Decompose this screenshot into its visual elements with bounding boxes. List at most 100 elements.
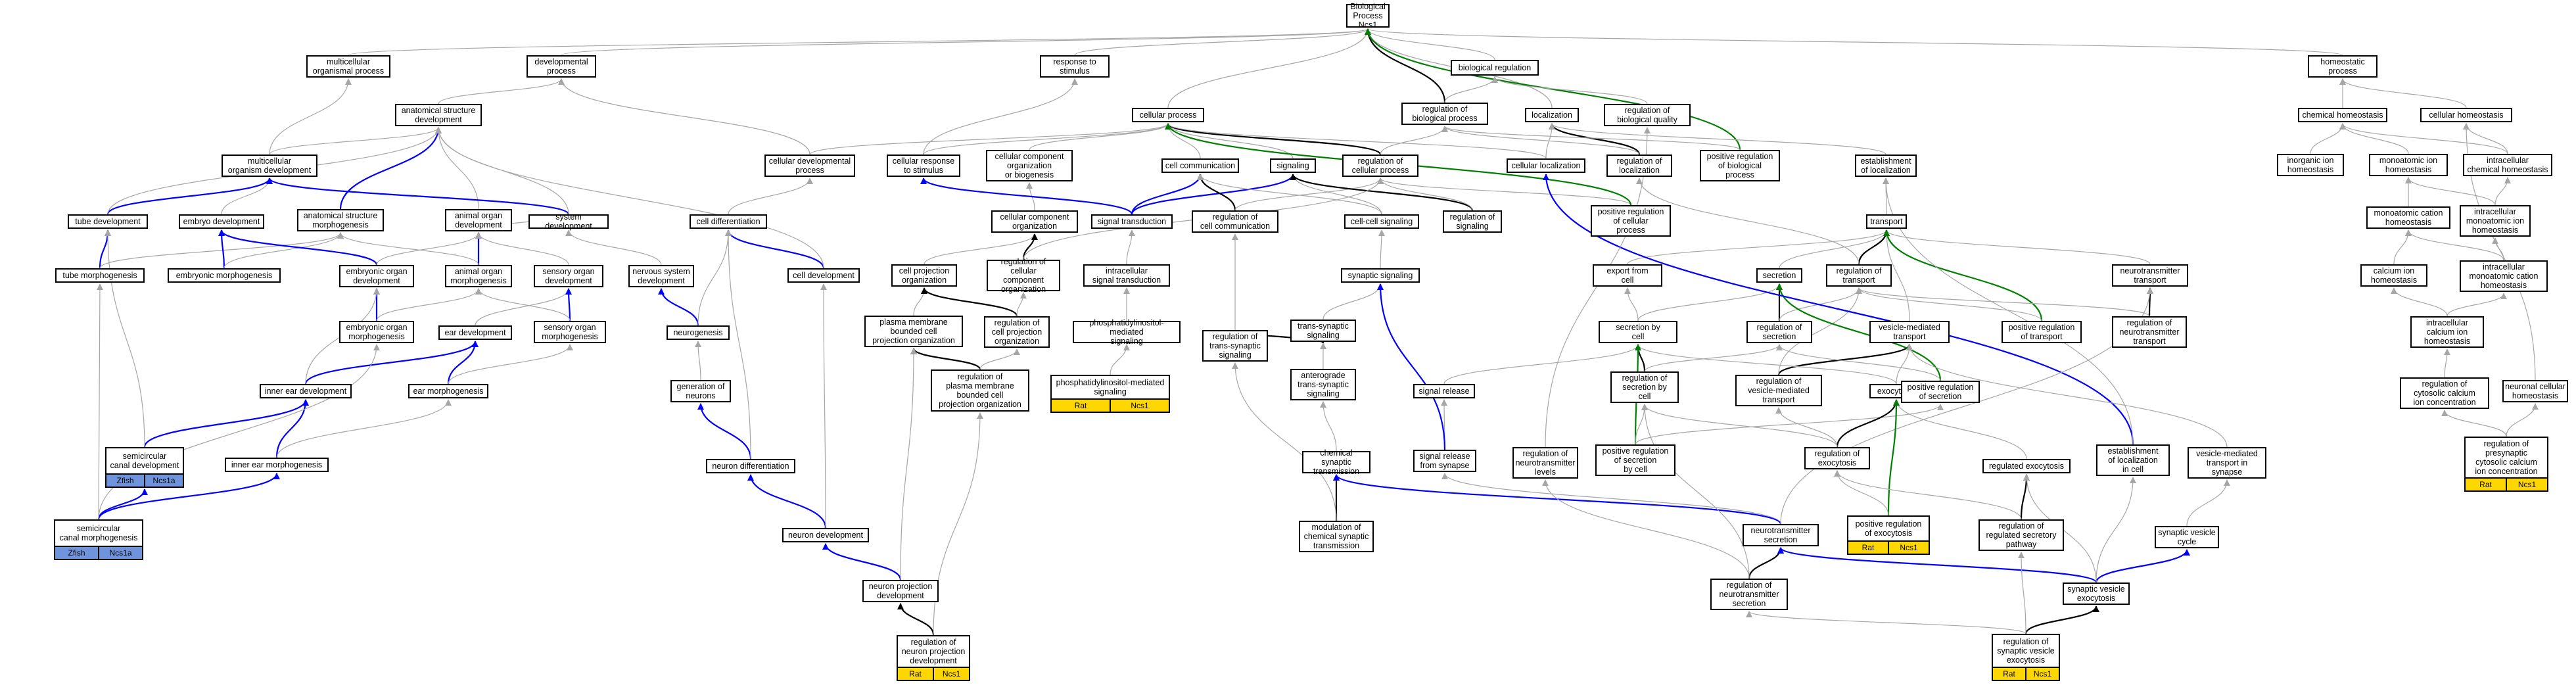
go-term-node[interactable]: secretion [1756, 268, 1802, 283]
go-term-node[interactable]: monoatomic ion homeostasis [2369, 154, 2448, 176]
go-term-node[interactable]: embryonic organ development [339, 265, 414, 287]
go-term-node[interactable]: regulation of neurotransmitter levels [1512, 447, 1578, 479]
go-term-node[interactable]: regulation of cellular component organiz… [987, 257, 1060, 294]
go-term-node[interactable]: chemical homeostasis [2298, 108, 2387, 122]
go-term-node[interactable]: homeostatic process [2308, 55, 2377, 78]
go-term-node[interactable]: regulation of signaling [1443, 210, 1502, 233]
go-term-node[interactable]: establishment of localization [1855, 154, 1917, 177]
go-term-node[interactable]: export from cell [1593, 264, 1662, 287]
go-term-node[interactable]: neurotransmitter transport [2112, 264, 2188, 287]
go-term-node[interactable]: synaptic signaling [1341, 268, 1420, 283]
go-term-node[interactable]: positive regulation of cellular process [1591, 205, 1671, 237]
go-term-node[interactable]: regulation of cell projection organizati… [984, 316, 1050, 348]
go-term-node[interactable]: signal transduction [1091, 214, 1173, 229]
go-term-node[interactable]: regulation of exocytosis [1804, 447, 1870, 469]
go-term-node[interactable]: cellular localization [1507, 158, 1585, 173]
go-term-node[interactable]: inner ear development [260, 384, 352, 398]
go-term-node[interactable]: vesicle-mediated transport [1869, 321, 1950, 343]
go-term-node[interactable]: phosphatidylinositol-mediated signaling [1073, 318, 1181, 346]
go-term-node[interactable]: synaptic vesicle exocytosis [2063, 582, 2130, 605]
go-term-node[interactable]: developmental process [527, 55, 596, 78]
go-term-node[interactable]: embryo development [179, 214, 264, 229]
go-term-node[interactable]: generation of neurons [670, 380, 731, 402]
go-term-node[interactable]: regulation of trans-synaptic signaling [1202, 330, 1268, 362]
go-term-node[interactable]: positive regulation of transport [2002, 321, 2082, 343]
go-term-node[interactable]: Biological Process Ncs1 [1346, 2, 1390, 30]
go-term-node[interactable]: chemical synaptic transmission [1302, 448, 1370, 476]
go-term-node[interactable]: regulation of synaptic vesicle exocytosi… [1992, 634, 2060, 681]
go-term-node[interactable]: biological regulation [1451, 60, 1539, 76]
go-term-node[interactable]: signaling [1270, 158, 1316, 173]
go-term-node[interactable]: regulation of neuron projection developm… [897, 635, 970, 681]
go-term-node[interactable]: inner ear morphogenesis [225, 458, 329, 472]
go-term-node[interactable]: cell projection organization [891, 264, 957, 287]
go-term-node[interactable]: regulation of localization [1606, 154, 1672, 177]
go-term-node[interactable]: signal release [1413, 384, 1475, 398]
go-term-node[interactable]: animal organ development [445, 209, 512, 231]
go-term-node[interactable]: cellular component organization or bioge… [986, 150, 1073, 181]
go-term-node[interactable]: cellular process [1132, 108, 1204, 122]
go-term-node[interactable]: vesicle-mediated transport in synapse [2188, 447, 2266, 479]
go-term-node[interactable]: plasma membrane bounded cell projection … [864, 316, 963, 347]
go-term-node[interactable]: multicellular organismal process [306, 55, 390, 78]
go-term-node[interactable]: intracellular chemical homeostasis [2463, 154, 2552, 176]
go-term-node[interactable]: neuron development [782, 528, 869, 542]
go-term-node[interactable]: regulation of neurotransmitter secretion [1710, 579, 1788, 610]
go-term-node[interactable]: embryonic morphogenesis [168, 268, 281, 283]
go-term-node[interactable]: nervous system development [628, 265, 694, 287]
go-term-node[interactable]: localization [1525, 108, 1579, 122]
go-term-node[interactable]: response to stimulus [1040, 55, 1110, 78]
go-term-node[interactable]: cell communication [1161, 158, 1239, 173]
go-term-node[interactable]: regulation of plasma membrane bounded ce… [931, 369, 1029, 412]
go-term-node[interactable]: cellular component organization [991, 210, 1078, 233]
go-term-node[interactable]: signal release from synapse [1413, 450, 1476, 472]
go-term-node[interactable]: cellular response to stimulus [887, 154, 960, 177]
go-term-node[interactable]: intracellular calcium ion homeostasis [2410, 316, 2484, 348]
go-term-node[interactable]: anterograde trans-synaptic signaling [1290, 369, 1356, 400]
go-term-node[interactable]: positive regulation of secretion by cell [1595, 444, 1675, 476]
go-term-node[interactable]: neuron projection development [862, 580, 939, 602]
go-term-node[interactable]: monoatomic cation homeostasis [2366, 206, 2450, 229]
go-term-node[interactable]: regulation of presynaptic cytosolic calc… [2464, 437, 2548, 492]
go-term-node[interactable]: inorganic ion homeostasis [2277, 154, 2344, 176]
go-term-node[interactable]: trans-synaptic signaling [1290, 320, 1356, 342]
go-term-node[interactable]: cell-cell signaling [1344, 214, 1419, 229]
go-term-node[interactable]: ear morphogenesis [408, 384, 488, 398]
go-term-node[interactable]: sensory organ morphogenesis [534, 321, 606, 343]
go-term-node[interactable]: regulated exocytosis [1982, 459, 2071, 473]
go-term-node[interactable]: modulation of chemical synaptic transmis… [1299, 521, 1374, 552]
go-term-node[interactable]: regulation of biological process [1401, 103, 1488, 125]
go-term-node[interactable]: animal organ morphogenesis [445, 265, 512, 287]
go-term-node[interactable]: neuronal cellular homeostasis [2502, 380, 2568, 402]
go-term-node[interactable]: cell development [787, 268, 860, 283]
go-term-node[interactable]: intracellular monoatomic cation homeosta… [2460, 260, 2548, 292]
go-term-node[interactable]: neurotransmitter secretion [1743, 524, 1819, 546]
go-term-node[interactable]: regulation of vesicle-mediated transport [1735, 375, 1822, 406]
go-term-node[interactable]: anatomical structure development [395, 104, 482, 126]
go-term-node[interactable]: regulation of secretion by cell [1610, 371, 1679, 403]
go-term-node[interactable]: regulation of cell communication [1192, 210, 1278, 233]
go-term-node[interactable]: system development [528, 212, 609, 231]
go-term-node[interactable]: positive regulation of biological proces… [1700, 150, 1780, 181]
go-term-node[interactable]: neurogenesis [667, 325, 730, 340]
go-term-node[interactable]: synaptic vesicle cycle [2155, 526, 2219, 548]
go-term-node[interactable]: multicellular organism development [222, 154, 317, 177]
go-term-node[interactable]: intracellular signal transduction [1083, 264, 1170, 287]
go-term-node[interactable]: neuron differentiation [706, 459, 795, 473]
go-term-node[interactable]: regulation of cellular process [1342, 154, 1418, 177]
go-term-node[interactable]: regulation of biological quality [1604, 104, 1691, 126]
go-term-node[interactable]: cellular developmental process [764, 154, 855, 177]
go-term-node[interactable]: sensory organ development [534, 265, 603, 287]
go-term-node[interactable]: regulation of cytosolic calcium ion conc… [2400, 377, 2489, 409]
go-term-node[interactable]: regulation of neurotransmitter transport [2112, 316, 2187, 348]
go-term-node[interactable]: cellular homeostasis [2420, 108, 2512, 122]
go-term-node[interactable]: regulation of regulated secretory pathwa… [1979, 519, 2064, 551]
go-term-node[interactable]: regulation of secretion [1746, 321, 1812, 343]
go-term-node[interactable]: secretion by cell [1599, 321, 1677, 343]
go-term-node[interactable]: anatomical structure morphogenesis [297, 209, 384, 231]
go-term-node[interactable]: embryonic organ morphogenesis [339, 321, 414, 343]
